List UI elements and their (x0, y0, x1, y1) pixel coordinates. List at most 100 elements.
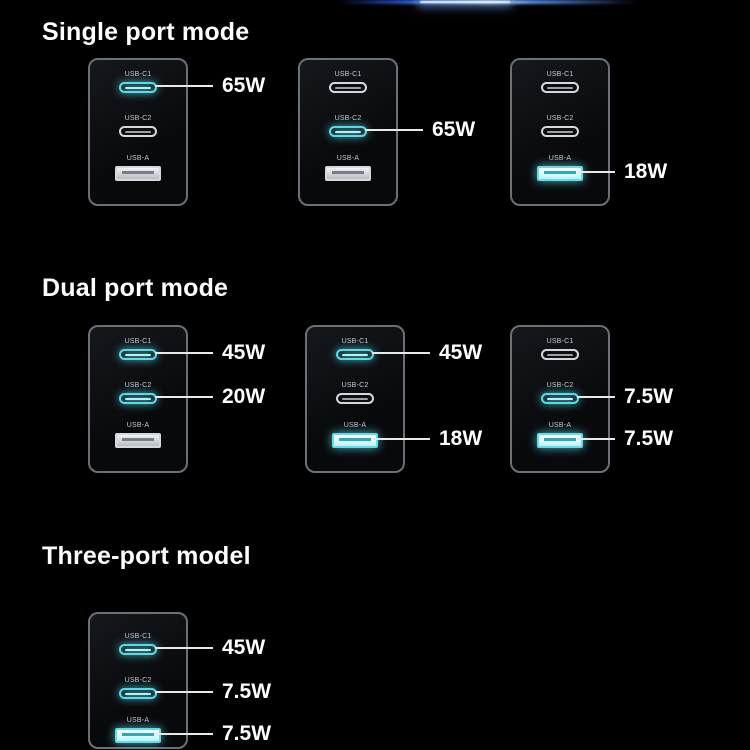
section-title-single-port: Single port mode (42, 18, 250, 46)
charger-diagram: USB-C1 USB-C2 USB-A (88, 58, 188, 206)
connector-line (577, 438, 615, 440)
wattage-callout: 18W (577, 160, 667, 184)
usb-c2-port-group: USB-C2 (90, 677, 186, 699)
connector-line (155, 352, 213, 354)
wattage-callout: 7.5W (577, 427, 673, 451)
port-label: USB-C1 (546, 71, 574, 78)
wattage-callout: 20W (155, 385, 265, 409)
usb-c1-port-group: USB-C1 (512, 71, 608, 93)
usb-a-port-group: USB-A (512, 155, 608, 181)
usb-c1-port-icon (119, 349, 157, 360)
connector-line (155, 85, 213, 87)
charger-unit: USB-C1 USB-C2 USB-A 18W (510, 58, 750, 208)
usb-c2-port-icon (541, 126, 579, 137)
light-streak-core-decor (420, 1, 510, 3)
usb-c1-port-group: USB-C1 (512, 338, 608, 360)
usb-c2-port-icon (119, 126, 157, 137)
wattage-callout: 7.5W (155, 680, 271, 704)
charger-unit: USB-C1 USB-C2 USB-A 7.5W 7.5W (510, 325, 750, 475)
wattage-callout: 65W (155, 74, 265, 98)
charger-diagram: USB-C1 USB-C2 USB-A (305, 325, 405, 473)
port-label: USB-C2 (341, 382, 369, 389)
port-label: USB-A (548, 155, 572, 162)
port-label: USB-C2 (334, 115, 362, 122)
wattage-label: 65W (432, 118, 476, 141)
usb-c2-port-icon (329, 126, 367, 137)
usb-c2-port-group: USB-C2 (90, 115, 186, 137)
usb-c1-port-icon (541, 82, 579, 93)
usb-a-port-group: USB-A (90, 155, 186, 181)
wattage-label: 18W (439, 427, 483, 450)
wattage-label: 45W (222, 636, 266, 659)
wattage-callout: 45W (155, 636, 265, 660)
section-title-three-port: Three-port model (42, 542, 251, 570)
connector-line (155, 691, 213, 693)
port-label: USB-A (126, 422, 150, 429)
wattage-label: 7.5W (624, 385, 674, 408)
usb-c2-port-group: USB-C2 (512, 382, 608, 404)
usb-c2-port-icon (119, 393, 157, 404)
wattage-label: 45W (222, 341, 266, 364)
port-label: USB-A (343, 422, 367, 429)
charger-diagram: USB-C1 USB-C2 USB-A (88, 325, 188, 473)
port-label: USB-C1 (334, 71, 362, 78)
port-label: USB-C1 (124, 338, 152, 345)
connector-line (372, 352, 430, 354)
port-label: USB-A (336, 155, 360, 162)
connector-line (372, 438, 430, 440)
wattage-label: 18W (624, 160, 668, 183)
wattage-label: 7.5W (624, 427, 674, 450)
usb-a-port-icon (115, 166, 161, 181)
usb-c1-port-group: USB-C1 (90, 338, 186, 360)
charger-diagram: USB-C1 USB-C2 USB-A (510, 325, 610, 473)
charger-unit: USB-C1 USB-C2 USB-A 65W (298, 58, 548, 208)
wattage-label: 7.5W (222, 722, 272, 745)
usb-c1-port-icon (119, 82, 157, 93)
usb-a-port-group: USB-A (512, 422, 608, 448)
port-label: USB-C1 (546, 338, 574, 345)
usb-a-port-icon (325, 166, 371, 181)
port-label: USB-C2 (124, 677, 152, 684)
usb-a-port-icon (115, 728, 161, 743)
connector-line (155, 396, 213, 398)
usb-c2-port-group: USB-C2 (300, 115, 396, 137)
wattage-label: 45W (439, 341, 483, 364)
wattage-label: 7.5W (222, 680, 272, 703)
charger-unit: USB-C1 USB-C2 USB-A 45W 20W (88, 325, 338, 475)
port-label: USB-A (126, 717, 150, 724)
usb-c1-port-icon (329, 82, 367, 93)
wattage-callout: 18W (372, 427, 482, 451)
section-title-dual-port: Dual port mode (42, 274, 229, 302)
usb-c1-port-icon (336, 349, 374, 360)
charger-unit: USB-C1 USB-C2 USB-A 65W (88, 58, 338, 208)
port-label: USB-C1 (341, 338, 369, 345)
usb-c2-port-icon (336, 393, 374, 404)
usb-c2-port-icon (541, 393, 579, 404)
connector-line (577, 396, 615, 398)
usb-c1-port-group: USB-C1 (300, 71, 396, 93)
charger-unit: USB-C1 USB-C2 USB-A 45W 18W (305, 325, 555, 475)
wattage-label: 65W (222, 74, 266, 97)
usb-c1-port-group: USB-C1 (90, 71, 186, 93)
port-label: USB-C2 (546, 115, 574, 122)
connector-line (155, 647, 213, 649)
usb-a-port-icon (332, 433, 378, 448)
usb-c2-port-icon (119, 688, 157, 699)
port-label: USB-C2 (546, 382, 574, 389)
wattage-callout: 7.5W (155, 722, 271, 746)
usb-a-port-group: USB-A (90, 422, 186, 448)
charger-diagram: USB-C1 USB-C2 USB-A (88, 612, 188, 749)
port-label: USB-A (126, 155, 150, 162)
wattage-callout: 45W (372, 341, 482, 365)
wattage-callout: 65W (365, 118, 475, 142)
usb-a-port-group: USB-A (90, 717, 186, 743)
connector-line (577, 171, 615, 173)
port-label: USB-C2 (124, 382, 152, 389)
usb-a-port-group: USB-A (307, 422, 403, 448)
usb-c2-port-group: USB-C2 (90, 382, 186, 404)
wattage-callout: 45W (155, 341, 265, 365)
wattage-callout: 7.5W (577, 385, 673, 409)
port-label: USB-C1 (124, 633, 152, 640)
wattage-label: 20W (222, 385, 266, 408)
